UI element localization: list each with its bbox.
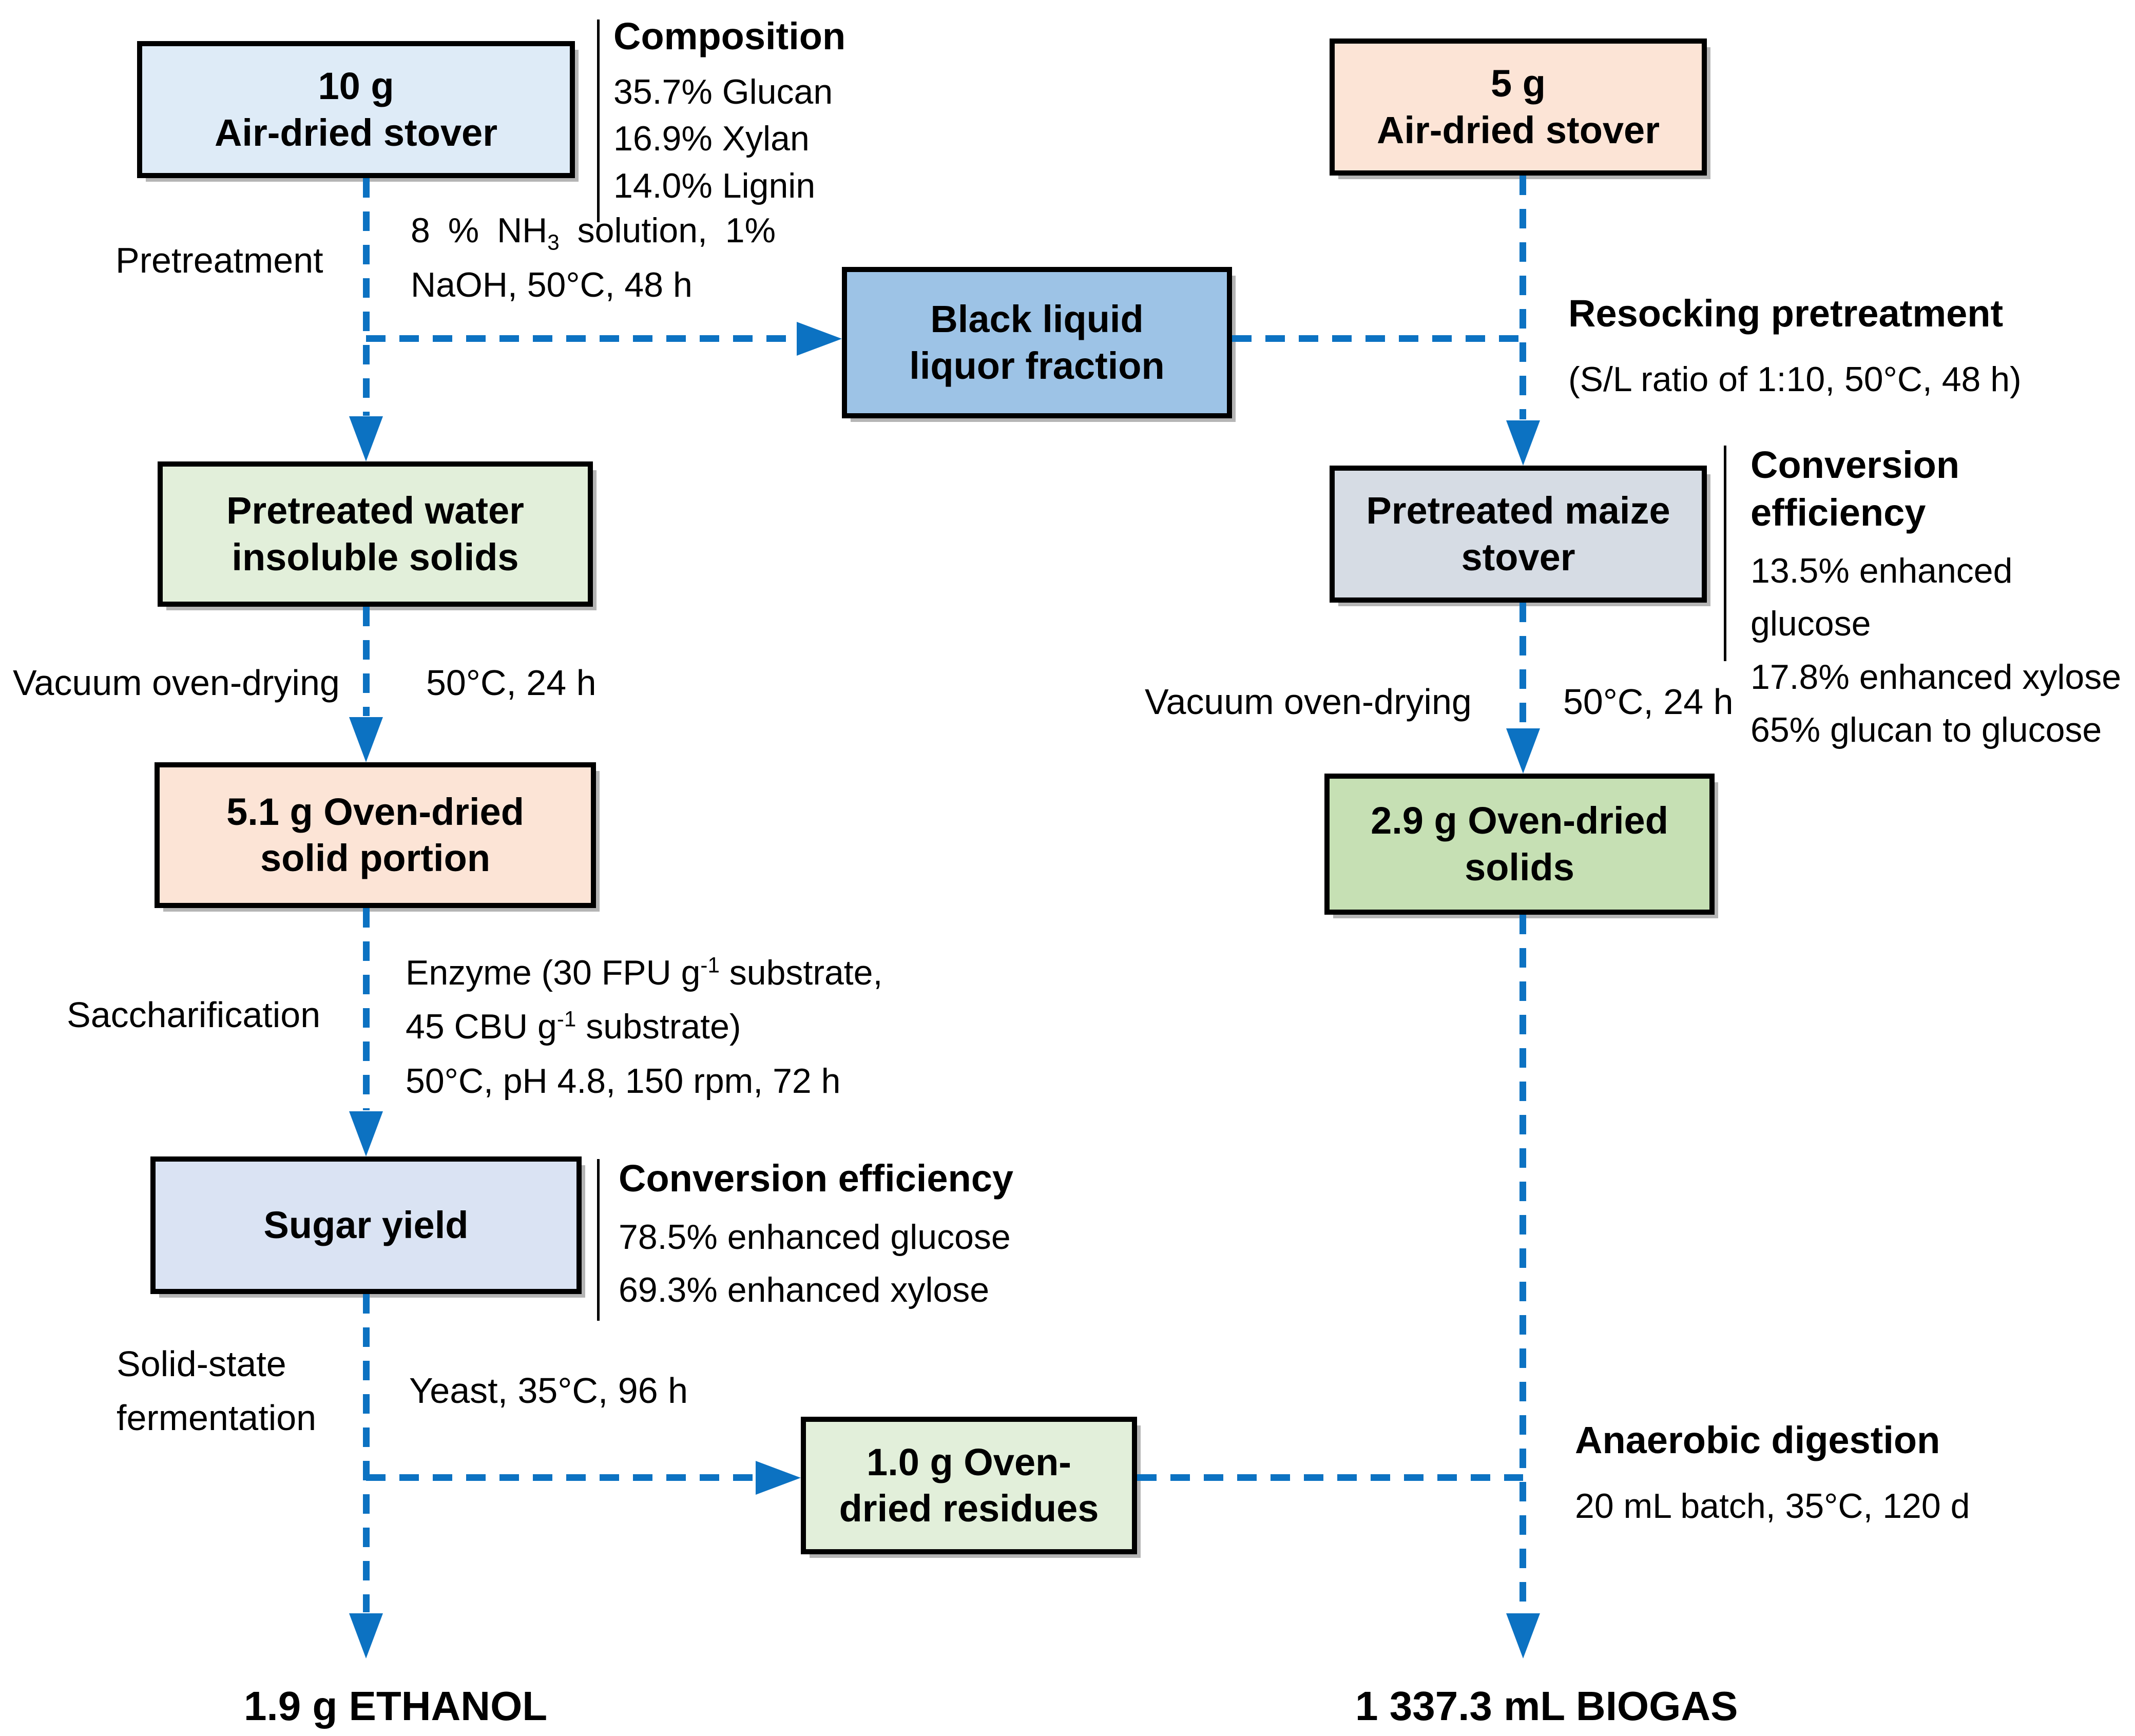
box-label: Air-dried stover: [1376, 108, 1660, 151]
conversion-right-title: Conversion efficiency: [1751, 443, 1960, 534]
fermentation-label-line1: Solid-state: [117, 1344, 286, 1384]
ethanol-output-label: 1.9 g ETHANOL: [244, 1683, 548, 1729]
composition-divider-line: [597, 20, 600, 222]
arrowhead-into-biogas: [1506, 1613, 1540, 1658]
conversion-efficiency-left-block: Conversion efficiency 78.5% enhanced glu…: [619, 1155, 1013, 1317]
box-label: dried residues: [839, 1487, 1099, 1530]
arrowhead-into-wis: [349, 416, 383, 461]
composition-title: Composition: [613, 15, 846, 57]
composition-block: Composition 35.7% Glucan 16.9% Xylan 14.…: [613, 13, 845, 210]
box-oven-dried-residues: 1.0 g Oven- dried residues: [801, 1417, 1137, 1554]
composition-item: 14.0% Lignin: [613, 166, 816, 206]
box-label: liquor fraction: [909, 344, 1165, 387]
box-label: 2.9 g Oven-dried: [1371, 799, 1668, 842]
arrowhead-into-ethanol: [349, 1613, 383, 1658]
anaerobic-digestion-block: Anaerobic digestion 20 mL batch, 35°C, 1…: [1575, 1417, 1970, 1532]
flow-line-wis-to-oven51: [363, 607, 370, 716]
flow-line-sugar-to-ethanol: [363, 1294, 370, 1612]
vacuum-oven-drying-left-condition: 50°C, 24 h: [426, 663, 597, 703]
arrowhead-into-blackliquor: [797, 322, 842, 356]
text-part: 8 % NH: [411, 211, 548, 250]
biogas-output-label: 1 337.3 mL BIOGAS: [1355, 1683, 1738, 1729]
box-pretreated-maize-stover: Pretreated maize stover: [1330, 466, 1707, 603]
box-label: insoluble solids: [232, 535, 519, 578]
box-oven-dried-solids: 2.9 g Oven-dried solids: [1324, 774, 1715, 915]
conversion-left-title: Conversion efficiency: [619, 1157, 1014, 1200]
box-label: solid portion: [260, 837, 491, 879]
pretreatment-conditions-line1: 8 % NH3 solution, 1%: [411, 204, 776, 259]
conversion-right-divider-line: [1724, 446, 1726, 661]
text-part: 45 CBU g: [406, 1007, 557, 1047]
box-black-liquid-liquor-fraction: Black liquid liquor fraction: [842, 267, 1232, 418]
conversion-right-item: 17.8% enhanced xylose: [1751, 657, 2122, 697]
text-part: substrate,: [719, 953, 883, 992]
arrowhead-into-sugar: [349, 1111, 383, 1156]
enzyme-line2: 45 CBU g-1 substrate): [406, 1000, 882, 1054]
enzyme-line1: Enzyme (30 FPU g-1 substrate,: [406, 946, 882, 1000]
flow-line-residues-to-digestion: [1137, 1474, 1523, 1481]
flow-line-maize-to-oven29: [1519, 603, 1526, 727]
vacuum-oven-drying-left-label: Vacuum oven-drying: [13, 663, 340, 703]
arrowhead-into-residues: [756, 1461, 801, 1495]
box-label: 5 g: [1491, 62, 1546, 105]
enzyme-line3: 50°C, pH 4.8, 150 rpm, 72 h: [406, 1061, 841, 1101]
flow-line-stover10-to-wis: [363, 178, 370, 416]
solid-state-fermentation-label: Solid-state fermentation: [117, 1337, 316, 1445]
box-label: Pretreated water: [226, 489, 524, 532]
pretreatment-conditions: 8 % NH3 solution, 1% NaOH, 50°C, 48 h: [411, 204, 776, 311]
saccharification-conditions: Enzyme (30 FPU g-1 substrate, 45 CBU g-1…: [406, 946, 882, 1108]
composition-item: 35.7% Glucan: [613, 72, 833, 111]
superscript: -1: [700, 953, 720, 977]
vacuum-oven-drying-right-label: Vacuum oven-drying: [1145, 682, 1472, 722]
flow-line-stover5-to-maize: [1519, 176, 1526, 419]
flow-line-fermentation-to-residues: [366, 1474, 757, 1481]
vacuum-oven-drying-right-condition: 50°C, 24 h: [1563, 682, 1734, 722]
box-label: 10 g: [318, 65, 394, 108]
text-part: solution, 1%: [559, 211, 776, 250]
fermentation-condition: Yeast, 35°C, 96 h: [409, 1371, 688, 1411]
text-part: Enzyme (30 FPU g: [406, 953, 701, 992]
box-label: 1.0 g Oven-: [867, 1440, 1071, 1483]
conversion-left-item: 69.3% enhanced xylose: [619, 1270, 990, 1309]
box-label: Sugar yield: [263, 1203, 469, 1246]
conversion-left-item: 78.5% enhanced glucose: [619, 1217, 1011, 1257]
resocking-pretreatment-block: Resocking pretreatment (S/L ratio of 1:1…: [1568, 290, 2022, 406]
saccharification-label: Saccharification: [67, 995, 321, 1035]
box-pretreated-water-insoluble-solids: Pretreated water insoluble solids: [158, 461, 593, 607]
box-label: solids: [1465, 845, 1574, 889]
box-air-dried-stover-10g: 10 g Air-dried stover: [137, 41, 575, 178]
box-label: stover: [1461, 535, 1575, 578]
box-label: Air-dried stover: [214, 111, 498, 154]
box-air-dried-stover-5g: 5 g Air-dried stover: [1330, 38, 1707, 176]
box-label: 5.1 g Oven-dried: [226, 790, 524, 833]
box-oven-dried-solid-portion: 5.1 g Oven-dried solid portion: [155, 762, 596, 908]
flow-line-pretreatment-to-blackliquor: [366, 335, 800, 342]
box-label: Black liquid: [930, 298, 1144, 341]
arrowhead-into-oven51: [349, 717, 383, 762]
flow-line-blackliquor-to-right-column: [1232, 335, 1523, 342]
conversion-right-item: 65% glucan to glucose: [1751, 710, 2102, 750]
anaerobic-subtitle: 20 mL batch, 35°C, 120 d: [1575, 1486, 1970, 1526]
fermentation-label-line2: fermentation: [117, 1398, 317, 1438]
resocking-title: Resocking pretreatment: [1568, 292, 2004, 335]
box-label: Pretreated maize: [1366, 489, 1670, 532]
subscript: 3: [547, 230, 560, 255]
box-sugar-yield: Sugar yield: [150, 1156, 582, 1294]
superscript: -1: [556, 1007, 576, 1031]
conversion-right-item: 13.5% enhanced glucose: [1751, 551, 2013, 644]
flow-line-oven29-to-biogas: [1519, 915, 1526, 1612]
arrowhead-into-maize: [1506, 420, 1540, 466]
anaerobic-title: Anaerobic digestion: [1575, 1419, 1940, 1461]
resocking-subtitle: (S/L ratio of 1:10, 50°C, 48 h): [1568, 359, 2022, 399]
pretreatment-conditions-line2: NaOH, 50°C, 48 h: [411, 265, 693, 304]
arrowhead-into-oven29: [1506, 728, 1540, 774]
flow-line-oven51-to-sugar: [363, 908, 370, 1110]
composition-item: 16.9% Xylan: [613, 119, 810, 159]
text-part: substrate): [576, 1007, 741, 1047]
pretreatment-label: Pretreatment: [116, 240, 323, 280]
conversion-left-divider-line: [597, 1159, 600, 1321]
conversion-efficiency-right-block: Conversion efficiency 13.5% enhanced glu…: [1751, 441, 2135, 757]
